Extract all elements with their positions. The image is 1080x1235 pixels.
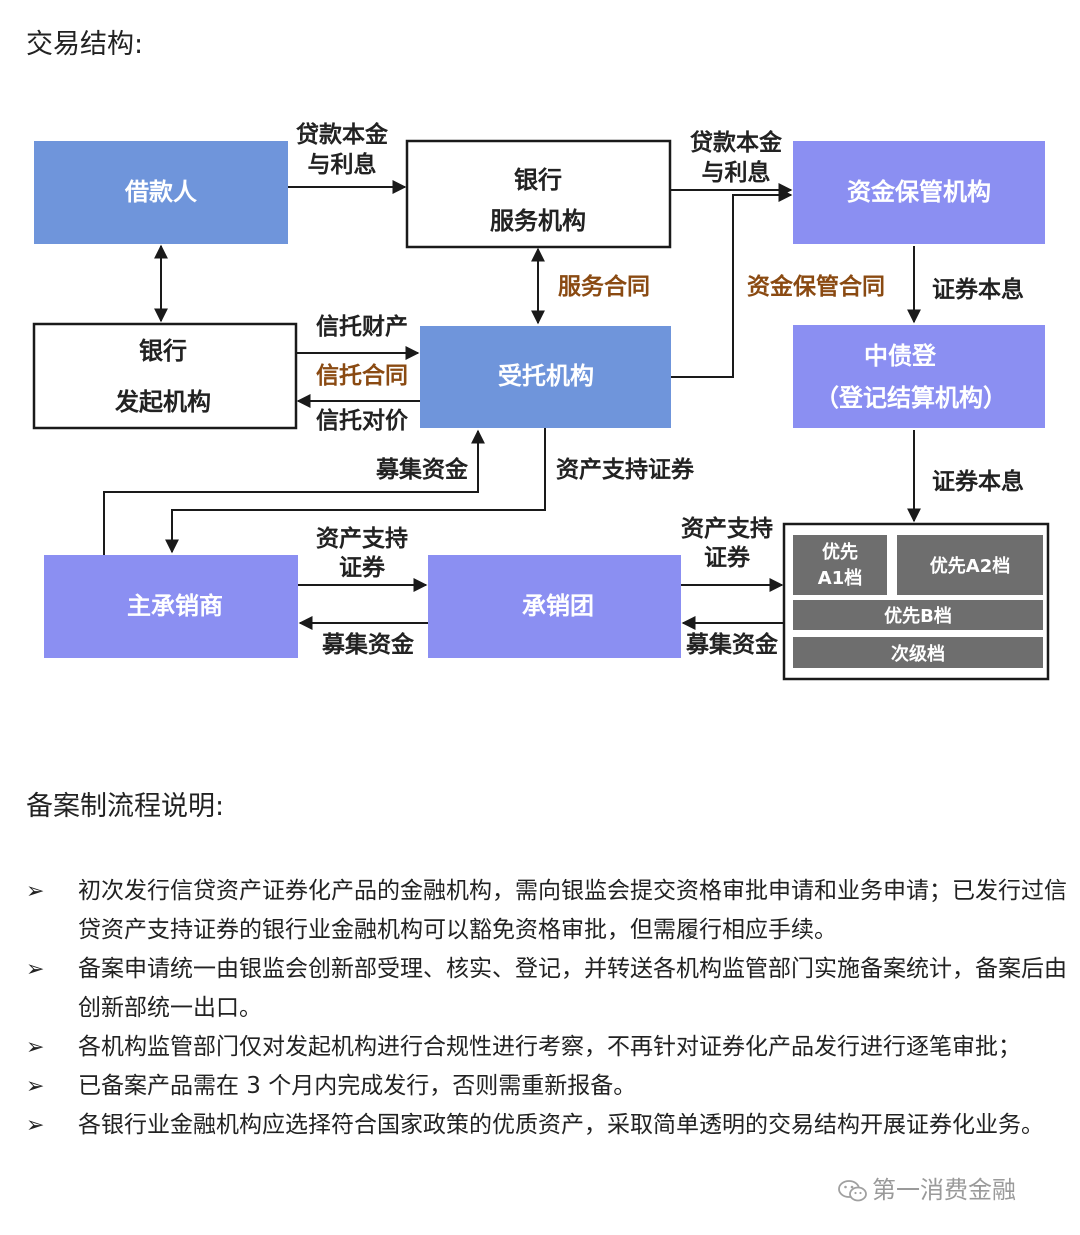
label-abs-2-line2: 证券: [339, 554, 386, 581]
label-principal-2-line1: 贷款本金: [690, 129, 783, 156]
tranche-a1-label-2: A1档: [818, 567, 862, 589]
label-abs-3-line2: 证券: [704, 544, 751, 571]
tranche-a1-box: [793, 535, 887, 595]
label-raise-funds-3: 募集资金: [685, 631, 779, 658]
line-trustee-to-custodian: [671, 188, 793, 378]
structure-heading: 交易结构:: [26, 29, 144, 60]
label-trust-consideration: 信托对价: [316, 407, 409, 434]
label-abs-3-line1: 资产支持: [681, 515, 773, 542]
bullet-arrow-icon: ➢: [26, 1074, 45, 1099]
tranche-a1-label-1: 优先: [822, 541, 858, 563]
bullet-arrow-icon: ➢: [26, 879, 45, 904]
label-security-interest-2: 证券本息: [932, 468, 1024, 495]
label-custody-contract: 资金保管合同: [747, 273, 885, 300]
custodian-label: 资金保管机构: [847, 178, 991, 206]
note-item-4: ➢ 已备案产品需在 3 个月内完成发行，否则需重新报备。: [26, 1067, 1071, 1106]
borrower-box: [34, 141, 288, 244]
bank-originator-box: [32, 322, 298, 430]
bullet-arrow-icon: ➢: [26, 957, 45, 982]
wechat-icon: [838, 1180, 867, 1202]
label-principal-1-line1: 贷款本金: [296, 121, 389, 148]
note-item-2: ➢ 备案申请统一由银监会创新部受理、核实、登记，并转送各机构监管部门实施备案统计，…: [26, 950, 1071, 1028]
bullet-arrow-icon: ➢: [26, 1113, 45, 1138]
tranche-a2-label: 优先A2档: [930, 555, 1010, 577]
label-security-interest-1: 证券本息: [932, 276, 1024, 303]
note-text-1: 初次发行信贷资产证券化产品的金融机构，需向银监会提交资格审批申请和业务申请；已发…: [78, 878, 1067, 943]
bullet-arrow-icon: ➢: [26, 1035, 45, 1060]
bank-originator-label-2: 发起机构: [114, 388, 211, 416]
label-principal-1-line2: 与利息: [308, 151, 377, 178]
ccdc-box: [793, 325, 1045, 428]
note-text-4: 已备案产品需在 3 个月内完成发行，否则需重新报备。: [78, 1073, 637, 1099]
note-item-5: ➢ 各银行业金融机构应选择符合国家政策的优质资产，采取简单透明的交易结构开展证券化…: [26, 1106, 1071, 1145]
tranche-b-label: 优先B档: [884, 605, 952, 627]
tranche-b-box: [793, 600, 1043, 630]
borrower-label: 借款人: [124, 178, 197, 206]
process-notes-list: ➢ 初次发行信贷资产证券化产品的金融机构，需向银监会提交资格审批申请和业务申请；已…: [26, 872, 1071, 1145]
label-principal-2-line2: 与利息: [702, 159, 771, 186]
note-item-1: ➢ 初次发行信贷资产证券化产品的金融机构，需向银监会提交资格审批申请和业务申请；已…: [26, 872, 1071, 950]
label-raise-funds-2: 募集资金: [321, 631, 415, 658]
process-heading: 备案制流程说明:: [26, 791, 225, 822]
note-text-2: 备案申请统一由银监会创新部受理、核实、登记，并转送各机构监管部门实施备案统计，备…: [78, 956, 1067, 1021]
bank-service-label-1: 银行: [514, 166, 562, 194]
label-abs-2-line1: 资产支持: [316, 525, 408, 552]
ccdc-label-2: （登记结算机构）: [815, 384, 1007, 412]
label-trust-property: 信托财产: [316, 313, 408, 340]
bank-service-label-2: 服务机构: [490, 207, 586, 235]
bank-service-box: [405, 139, 672, 249]
label-raise-funds-1: 募集资金: [375, 456, 469, 483]
trustee-label: 受托机构: [498, 362, 594, 390]
label-trust-contract: 信托合同: [316, 362, 408, 389]
syndicate-label: 承销团: [522, 592, 594, 620]
arrow-raise-funds-to-trustee: [103, 429, 485, 555]
lead-underwriter-box: [44, 555, 298, 658]
lead-underwriter-label: 主承销商: [127, 592, 223, 620]
tranche-sub-label: 次级档: [891, 643, 945, 665]
arrow-abs-to-lead: [165, 428, 546, 554]
trustee-box: [420, 326, 671, 428]
watermark-text: 第一消费金融: [872, 1176, 1016, 1204]
note-text-5: 各银行业金融机构应选择符合国家政策的优质资产，采取简单透明的交易结构开展证券化业…: [78, 1112, 1044, 1138]
tranche-a2-box: [897, 535, 1043, 595]
note-text-3: 各机构监管部门仅对发起机构进行合规性进行考察，不再针对证券化产品发行进行逐笔审批…: [78, 1034, 1021, 1060]
watermark: 第一消费金融: [838, 1170, 1016, 1205]
transaction-structure-diagram: 借款人 银行 服务机构 资金保管机构 银行 发起机构 受托机构 中债登 （登记结…: [32, 121, 1050, 681]
tranche-sub-box: [793, 637, 1043, 668]
label-service-contract: 服务合同: [558, 273, 650, 300]
custodian-box: [793, 141, 1045, 244]
ccdc-label-1: 中债登: [864, 342, 937, 370]
label-abs: 资产支持证券: [556, 456, 695, 483]
note-item-3: ➢ 各机构监管部门仅对发起机构进行合规性进行考察，不再针对证券化产品发行进行逐笔审…: [26, 1028, 1071, 1067]
bank-originator-label-1: 银行: [139, 337, 187, 365]
syndicate-box: [428, 555, 681, 658]
